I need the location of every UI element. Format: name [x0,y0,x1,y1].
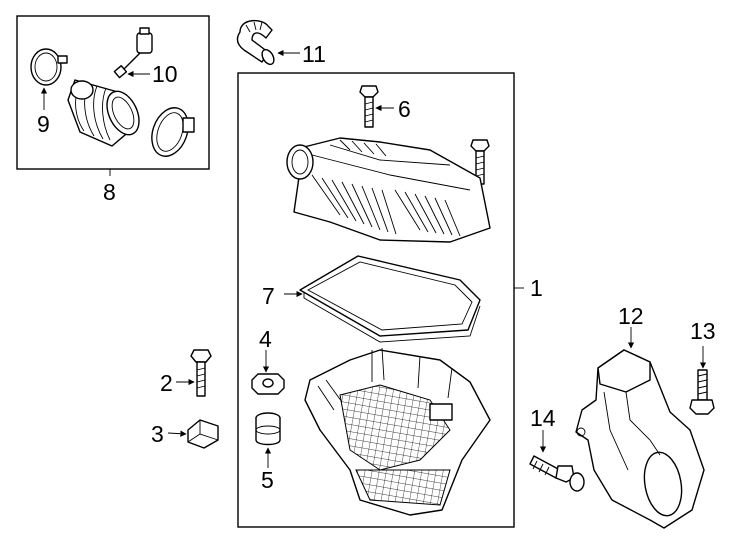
callout-13: 13 [690,318,716,344]
band-clamp-icon[interactable] [145,103,195,162]
callout-11: 11 [302,41,326,67]
air-cleaner-box [237,72,515,528]
air-cleaner-cover-icon[interactable] [286,137,491,243]
callout-5: 5 [261,467,274,493]
bolt-icon[interactable] [470,139,490,185]
callout-14: 14 [530,405,556,431]
callout-1: 1 [530,275,543,301]
push-pin-fastener-icon[interactable] [529,455,585,492]
kit-box [16,15,210,170]
bolt-icon[interactable] [190,349,212,397]
air-filter-element-icon[interactable] [299,255,481,343]
bolt-icon[interactable] [359,85,379,128]
callout-3: 3 [151,421,164,447]
callout-4: 4 [259,326,272,352]
callout-3-arrow [167,430,187,437]
callout-6: 6 [398,96,411,122]
insulator-icon[interactable] [255,412,281,446]
callout-7: 7 [262,283,275,309]
callout-9: 9 [37,111,50,137]
callout-12: 12 [618,303,644,329]
clamp-icon[interactable] [30,48,68,86]
intake-duct-icon[interactable] [575,349,705,529]
grommet-icon[interactable] [251,373,285,395]
bolt-icon[interactable] [689,369,715,415]
outlet-duct-kit-group [16,15,210,176]
bracket-clip-icon[interactable] [187,419,219,449]
sensor-connector-icon[interactable] [113,27,153,79]
air-cleaner-lower-housing-icon[interactable] [304,347,491,516]
callout-2: 2 [160,370,173,396]
hose-icon[interactable] [236,19,276,67]
duct-boot-icon[interactable] [67,79,145,147]
callout-8: 8 [103,179,116,205]
callout-10: 10 [152,61,178,87]
